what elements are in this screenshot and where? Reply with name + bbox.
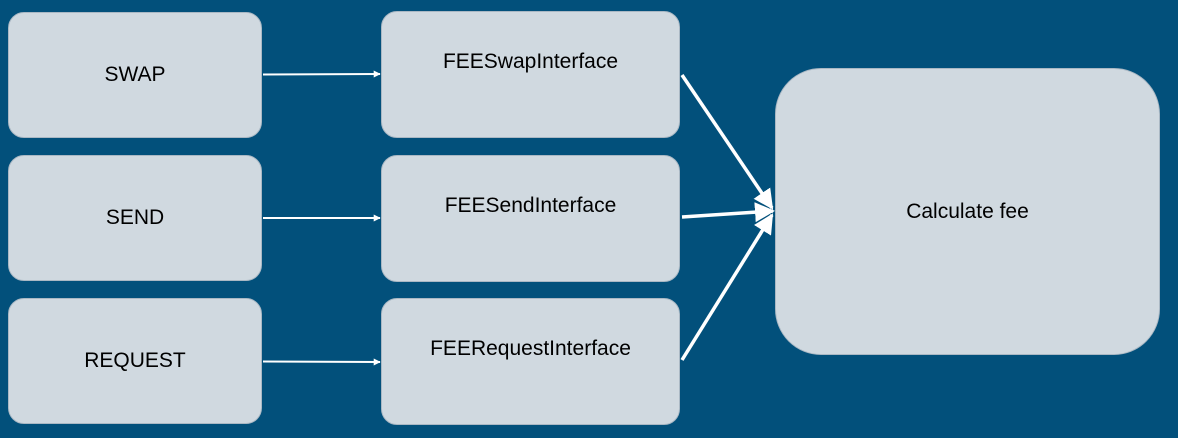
send-node: SEND [8, 155, 262, 281]
fee-request-interface-label: FEERequestInterface [430, 337, 631, 360]
fee-swap-interface-node: FEESwapInterface [381, 11, 680, 138]
calculate-fee-label: Calculate fee [906, 199, 1029, 223]
arrow-request-to-interface [262, 358, 381, 366]
send-node-label: SEND [105, 206, 165, 229]
request-node: REQUEST [8, 298, 262, 424]
fee-send-interface-label: FEESendInterface [444, 194, 617, 217]
calculate-fee-node: Calculate fee [775, 68, 1160, 355]
arrow-send-interface-to-calculate [681, 202, 775, 223]
arrow-request-interface-to-calculate [680, 213, 774, 361]
arrow-swap-to-interface [262, 70, 381, 78]
swap-node: SWAP [8, 12, 262, 138]
arrow-swap-interface-to-calculate [680, 74, 774, 210]
request-node-label: REQUEST [84, 349, 186, 372]
fee-send-interface-node: FEESendInterface [381, 155, 680, 282]
fee-swap-interface-label: FEESwapInterface [442, 50, 619, 73]
fee-request-interface-node: FEERequestInterface [381, 298, 680, 425]
swap-node-label: SWAP [104, 63, 166, 86]
